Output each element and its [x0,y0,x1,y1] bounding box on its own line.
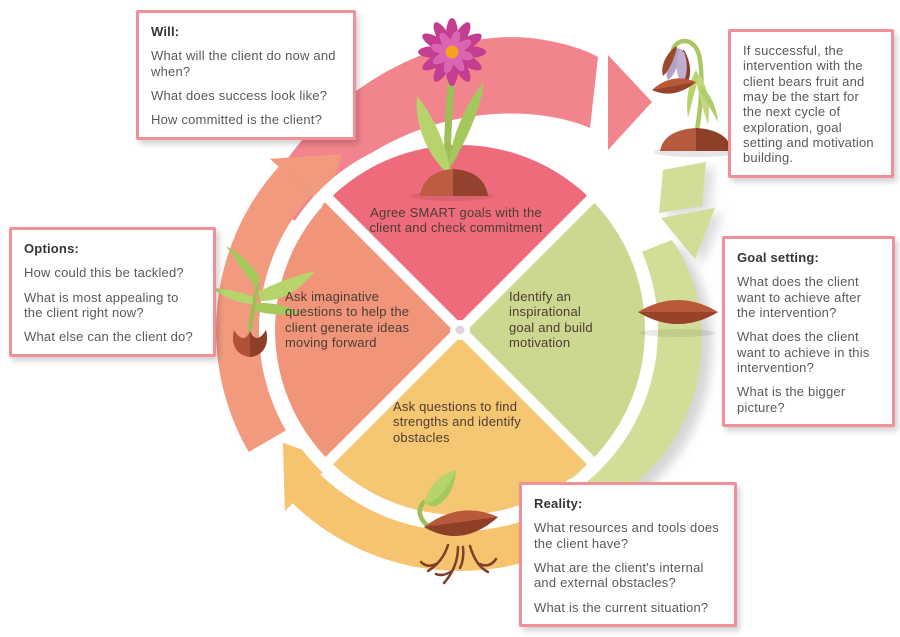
green-chevron-arrow [659,162,723,264]
quadrant-options-sector [275,199,460,461]
pink-arrow-head-icon [608,55,652,150]
sprouting-seed-icon [417,470,498,585]
success-note-box: If successful, the intervention with the… [728,29,894,178]
will-note-box: Will: What will the client do now and wh… [136,10,356,140]
goal-setting-question: What does the client want to achieve in … [737,329,870,375]
cycle-wheel [275,145,645,515]
green-chevron-segment [659,162,706,213]
quadrant-goal-sector [460,199,645,461]
wilted-flower-icon [652,38,738,157]
goal-setting-question: What does the client want to achieve aft… [737,274,862,320]
quadrant-reality-sector [329,330,591,515]
goal-setting-question: What is the bigger picture? [737,384,846,415]
seed-icon [638,300,718,337]
options-question: What is most appealing to the client rig… [24,289,179,320]
will-title: Will: [151,24,180,39]
goal-setting-note-box: Goal setting: What does the client want … [722,236,895,427]
pink-cycle-arrow [262,37,652,222]
options-question: What else can the client do? [24,329,193,345]
blooming-flower-icon [410,18,494,201]
pink-arc-band [262,37,598,222]
roots [419,543,498,585]
reality-note-box: Reality: What resources and tools does t… [519,482,737,627]
will-question: How committed is the client? [151,112,323,128]
salmon-arc-band [216,166,311,452]
reality-question: What are the client's internal and exter… [534,559,704,591]
success-text: If successful, the intervention with the… [743,43,874,166]
options-title: Options: [24,241,80,256]
will-question: What will the client do now and when? [151,48,336,79]
seedling-icon [212,246,315,357]
wheel-label-goal-stage: Identify an inspirational goal and build… [509,289,593,350]
reality-question: What resources and tools does the client… [534,520,720,551]
wheel-label-options-stage: Ask imaginative questions to help the cl… [285,289,410,350]
wheel-label-reality-stage: Ask questions to find strengths and iden… [393,399,521,445]
options-note-box: Options: How could this be tackled? What… [9,227,216,357]
options-question: How could this be tackled? [24,265,184,281]
goal-setting-title: Goal setting: [737,250,820,265]
wheel-label-will-stage: Agree SMART goals with the client and ch… [369,205,543,236]
will-question: What does success look like? [151,87,328,103]
quadrant-will-sector [329,145,591,330]
reality-question: What is the current situation? [534,599,709,615]
green-chevron-head-icon [661,208,715,259]
reality-title: Reality: [534,496,583,511]
hub-dot [455,325,465,335]
